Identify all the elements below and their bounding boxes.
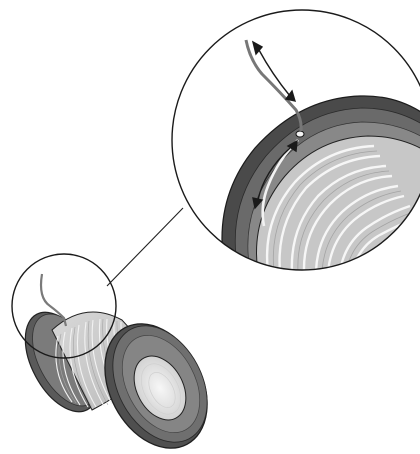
wire-slot	[296, 131, 304, 137]
spool-icon	[10, 274, 227, 454]
magnifier-circle-icon	[172, 10, 420, 300]
callout-connector-line	[107, 208, 183, 286]
